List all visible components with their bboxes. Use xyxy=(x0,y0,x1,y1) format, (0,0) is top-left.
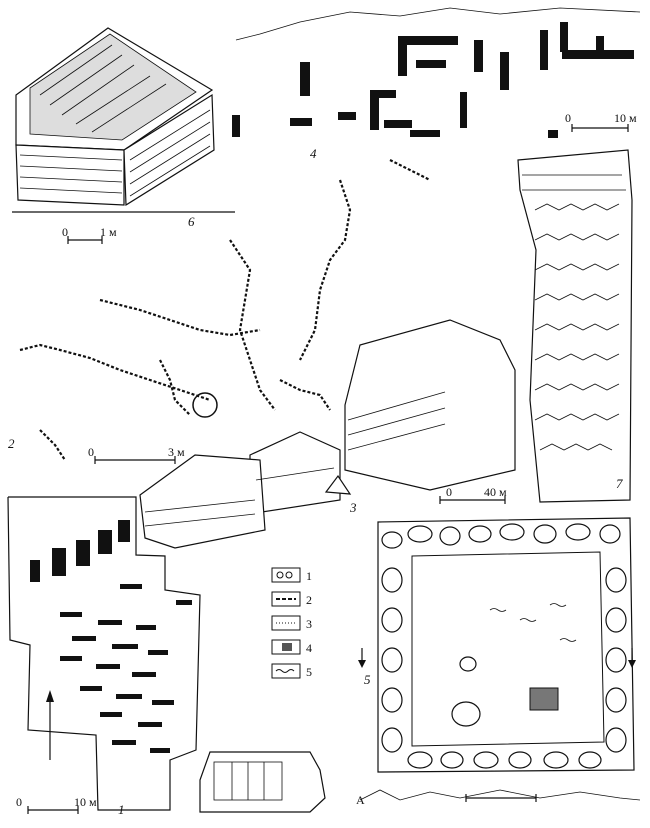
figure-5-stone-house: 5 А xyxy=(356,517,641,807)
scale-6-value: 1 м xyxy=(100,225,117,239)
scale-3-zero: 0 xyxy=(446,485,452,499)
figure-2-number: 2 xyxy=(8,436,15,451)
scale-1-zero: 0 xyxy=(16,795,22,809)
figure-3-number: 3 xyxy=(349,500,357,515)
legend-item-5: 5 xyxy=(271,663,312,679)
figure-1-site-plan: 0 10 м 1 xyxy=(7,496,326,817)
scale-1-value: 10 м xyxy=(74,795,97,809)
legend-number: 1 xyxy=(306,569,312,583)
figure-6-number: 6 xyxy=(188,214,195,229)
legend-item-4: 4 xyxy=(271,639,312,655)
legend-item-2: 2 xyxy=(271,591,312,607)
legend-item-1: 1 xyxy=(271,567,312,583)
legend-number: 2 xyxy=(306,593,312,607)
scale-2-value: 3 м xyxy=(168,445,185,459)
figure-6-house-cutaway: 6 0 1 м xyxy=(12,27,235,244)
figure-7-number: 7 xyxy=(616,476,623,491)
scale-4-zero: 0 xyxy=(565,111,571,125)
scale-2-zero: 0 xyxy=(88,445,94,459)
figure-4-settlement-plan: 4 0 10 м xyxy=(232,7,641,161)
legend: 1 2 3 4 5 xyxy=(271,567,312,679)
legend-item-3: 3 xyxy=(271,615,312,631)
figure-1-number: 1 xyxy=(118,802,125,817)
legend-number: 4 xyxy=(306,641,312,655)
section-marker: А xyxy=(356,793,365,807)
scale-3-value: 40 м xyxy=(484,485,507,499)
scale-6-zero: 0 xyxy=(62,225,68,239)
figure-2-stone-plan: 2 0 3 м xyxy=(8,159,431,464)
figure-5-number: 5 xyxy=(364,672,371,687)
figure-4-number: 4 xyxy=(310,146,317,161)
scale-4-value: 10 м xyxy=(614,111,637,125)
legend-number: 3 xyxy=(306,617,312,631)
legend-number: 5 xyxy=(306,665,312,679)
figure-7-wall-section: 7 xyxy=(517,149,633,503)
figure-3-houses: 3 0 40 м xyxy=(139,319,516,549)
